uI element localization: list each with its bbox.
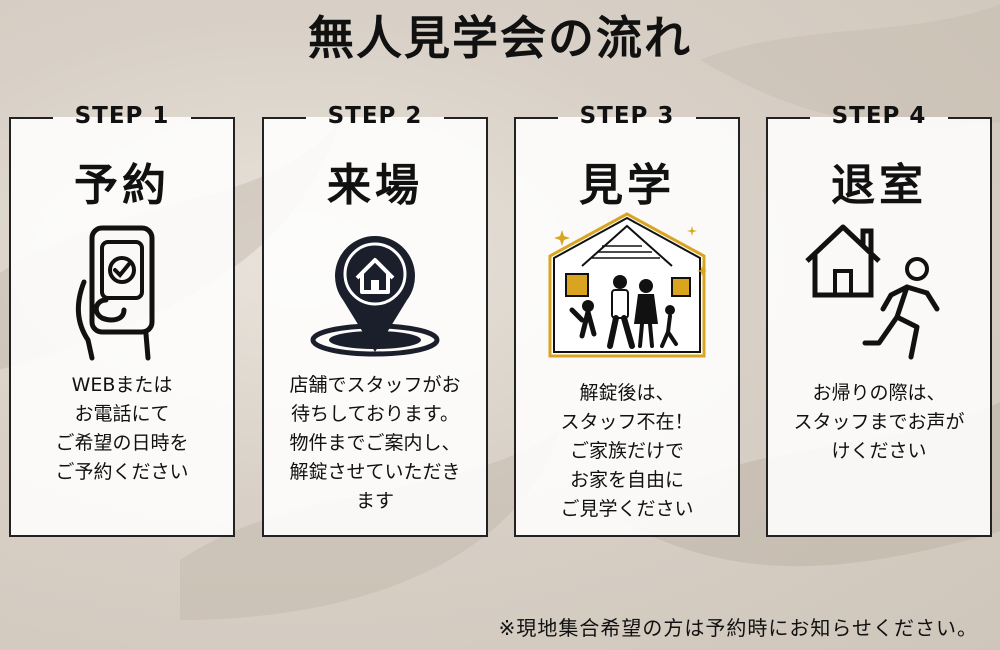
step-description: WEBまたは お電話にて ご希望の日時を ご予約ください	[55, 374, 189, 483]
step-card-4: STEP 4 退室 お帰りの際は、 スタッフまでお声が けください	[766, 103, 992, 537]
smartphone-check-icon	[76, 225, 155, 361]
house-person-leaving-icon	[805, 224, 940, 360]
step-card-2: STEP 2 来場 店舗でスタッフがお 待ちしております。 物件までご案内し、 …	[262, 103, 488, 537]
card-top-border	[444, 117, 488, 119]
card-frame	[514, 117, 740, 537]
step-name: 来場	[327, 160, 423, 211]
step-name: 見学	[579, 160, 675, 211]
page-title: 無人見学会の流れ	[308, 11, 692, 65]
card-top-border	[191, 117, 235, 119]
step-label: STEP 4	[831, 103, 927, 129]
card-top-border	[766, 117, 810, 119]
step-name: 予約	[74, 160, 170, 211]
card-frame	[766, 117, 992, 537]
family-house-illustration	[548, 212, 707, 358]
step-description: 店舗でスタッフがお 待ちしております。 物件までご案内し、 解錠させていただき …	[289, 374, 461, 512]
house-location-pin-icon	[310, 236, 440, 357]
step-label: STEP 3	[579, 103, 675, 129]
step-card-3: STEP 3 見学 解錠後は、 スタッフ不在！ ご家族だけで お家を自由に ご見…	[514, 103, 740, 537]
step-description: お帰りの際は、 スタッフまでお声が けください	[793, 382, 965, 462]
card-top-border	[696, 117, 740, 119]
card-frame	[262, 117, 488, 537]
card-top-border	[9, 117, 53, 119]
step-description: 解錠後は、 スタッフ不在！ ご家族だけで お家を自由に ご見学ください	[560, 382, 694, 520]
card-top-border	[948, 117, 992, 119]
card-top-border	[262, 117, 306, 119]
step-name: 退室	[831, 160, 927, 211]
step-label: STEP 1	[74, 103, 170, 129]
card-frame	[9, 117, 235, 537]
step-card-1: STEP 1 予約 WEBまたは お電話にて ご希望の日時を ご予約ください	[9, 103, 235, 537]
card-top-border	[514, 117, 558, 119]
footnote: ※現地集合希望の方は予約時にお知らせください。	[498, 616, 978, 640]
step-label: STEP 2	[327, 103, 423, 129]
